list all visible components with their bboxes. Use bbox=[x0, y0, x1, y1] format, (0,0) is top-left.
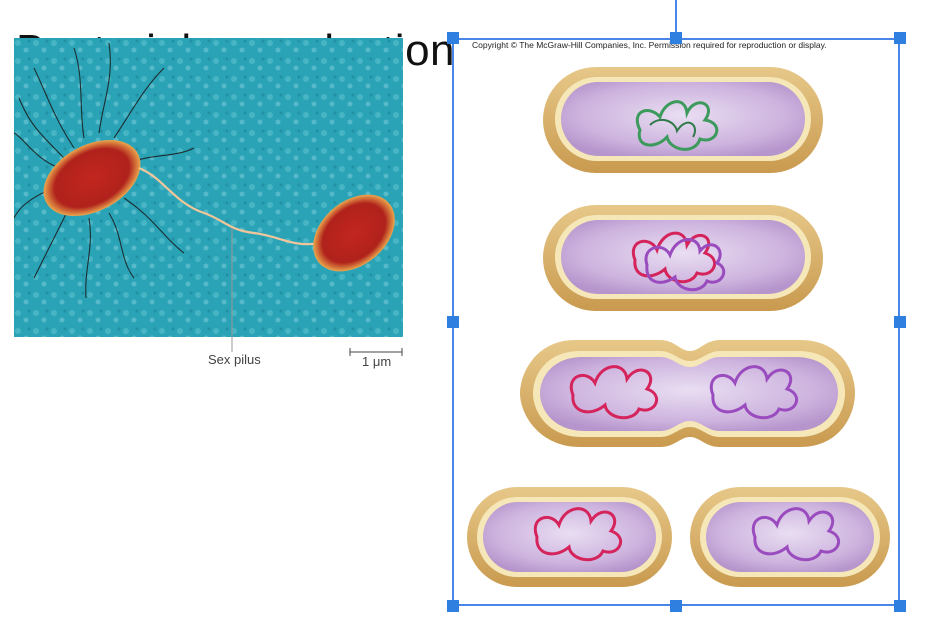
selection-handle-top-left-icon[interactable] bbox=[447, 32, 459, 44]
selection-handle-top-right-icon[interactable] bbox=[894, 32, 906, 44]
selection-handle-bottom-left-icon[interactable] bbox=[447, 600, 459, 612]
selection-handle-bottom-center-icon[interactable] bbox=[670, 600, 682, 612]
cell-stage-3 bbox=[520, 340, 855, 447]
scale-bar-icon bbox=[349, 348, 403, 356]
selection-handle-top-center-icon[interactable] bbox=[670, 32, 682, 44]
daughter-cell-right bbox=[690, 487, 890, 587]
conjugation-micrograph[interactable] bbox=[14, 38, 403, 337]
cell-stage-2 bbox=[543, 205, 823, 311]
scale-label: 1 μm bbox=[362, 354, 392, 369]
copyright-notice: Copyright © The McGraw-Hill Companies, I… bbox=[472, 40, 827, 50]
selection-handle-middle-right-icon[interactable] bbox=[894, 316, 906, 328]
rotate-handle-icon[interactable] bbox=[675, 0, 677, 32]
caption-leader-line bbox=[231, 228, 233, 352]
daughter-cell-left bbox=[467, 487, 672, 587]
selection-handle-middle-left-icon[interactable] bbox=[447, 316, 459, 328]
cell-stage-1 bbox=[543, 67, 823, 173]
sex-pilus-label: Sex pilus bbox=[208, 352, 261, 367]
binary-fission-figure bbox=[467, 67, 890, 587]
selection-handle-bottom-right-icon[interactable] bbox=[894, 600, 906, 612]
